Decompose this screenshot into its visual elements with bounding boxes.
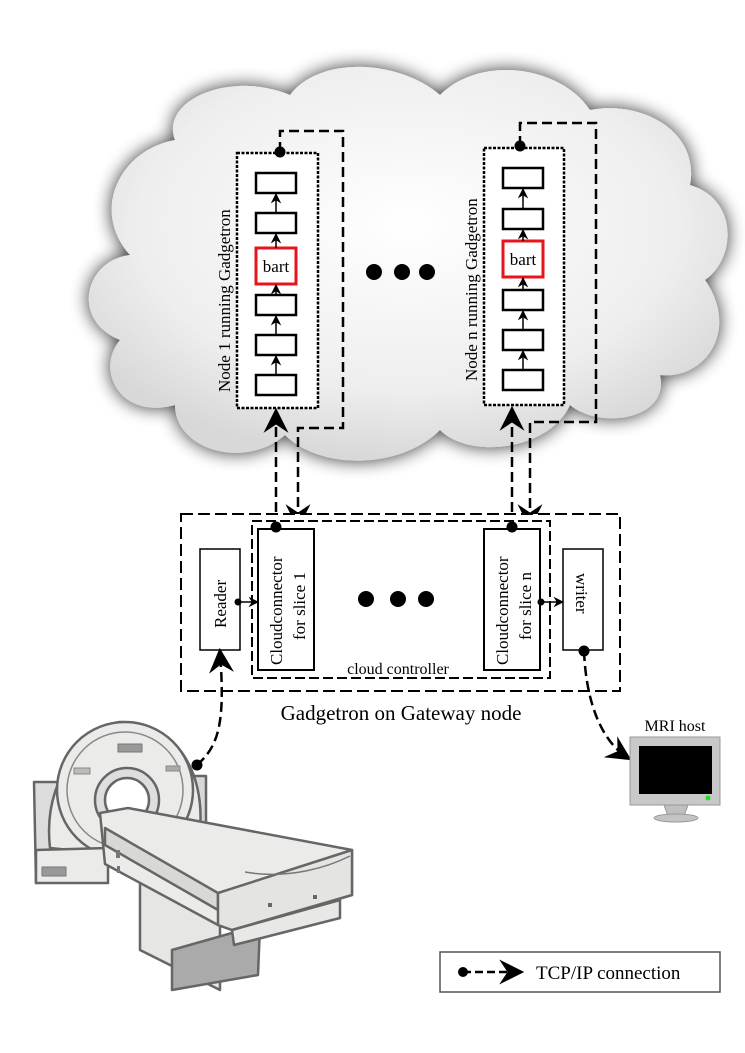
gadget bbox=[254, 211, 298, 235]
connection-dot bbox=[191, 759, 203, 771]
mri-host-label: MRI host bbox=[645, 718, 706, 735]
mri-scanner-icon bbox=[32, 720, 354, 992]
gadget bbox=[254, 171, 298, 195]
node-1-label: Node 1 running Gadgetron bbox=[215, 209, 234, 392]
gateway-title: Gadgetron on Gateway node bbox=[281, 701, 522, 725]
connection-dot bbox=[537, 598, 545, 606]
gadget-bart-label: bart bbox=[263, 257, 290, 276]
legend-box bbox=[439, 951, 721, 993]
cloud-controller-label: cloud controller bbox=[347, 661, 449, 678]
cloudconnector-1-box bbox=[257, 528, 315, 671]
scanner-to-reader-link bbox=[196, 647, 234, 766]
cloudconnector-1-line1: Cloudconnector bbox=[267, 556, 286, 665]
gadget bbox=[501, 166, 545, 190]
cloud bbox=[88, 66, 728, 461]
connection-dot bbox=[514, 140, 526, 152]
monitor-icon bbox=[629, 736, 721, 823]
gadget-bart-label: bart bbox=[510, 250, 537, 269]
gateway-ellipsis bbox=[358, 591, 434, 607]
connection-dot bbox=[506, 521, 518, 533]
node-1: Node 1 running Gadgetron bart bbox=[215, 129, 345, 530]
writer-label: writer bbox=[572, 573, 591, 614]
node-n-output-link bbox=[517, 121, 598, 530]
gateway-node: cloud controller Reader Cloudconnector f… bbox=[180, 513, 621, 725]
gadget bbox=[254, 293, 298, 317]
gadget bbox=[501, 368, 545, 392]
node-1-gadget-chain: bart bbox=[254, 171, 298, 397]
cloudconnector-n-line1: Cloudconnector bbox=[493, 556, 512, 665]
writer-to-host-link bbox=[582, 650, 632, 761]
node-n-label: Node n running Gadgetron bbox=[462, 198, 481, 381]
gadget bbox=[501, 207, 545, 231]
gadget bbox=[501, 288, 545, 312]
connection-dot bbox=[578, 645, 590, 657]
cloudconnector-1-line2: for slice 1 bbox=[290, 572, 309, 640]
node-1-output-link bbox=[278, 129, 345, 530]
cloudconnector-n-line2: for slice n bbox=[516, 572, 535, 640]
reader-label: Reader bbox=[211, 580, 230, 628]
cloud-ellipsis bbox=[366, 264, 435, 280]
legend: TCP/IP connection bbox=[439, 951, 721, 993]
mri-host: MRI host bbox=[629, 718, 721, 823]
gadget bbox=[254, 333, 298, 357]
connection-dot bbox=[274, 146, 286, 158]
cloud-shape bbox=[88, 66, 728, 461]
connection-dot bbox=[270, 521, 282, 533]
power-led bbox=[705, 795, 711, 801]
gadget bbox=[501, 328, 545, 352]
node-n-gadget-chain: bart bbox=[501, 166, 545, 392]
gadget bbox=[254, 373, 298, 397]
connection-dot bbox=[234, 598, 242, 606]
legend-dot bbox=[458, 967, 468, 977]
legend-label: TCP/IP connection bbox=[536, 963, 681, 984]
node-n: Node n running Gadgetron bart bbox=[462, 121, 598, 530]
